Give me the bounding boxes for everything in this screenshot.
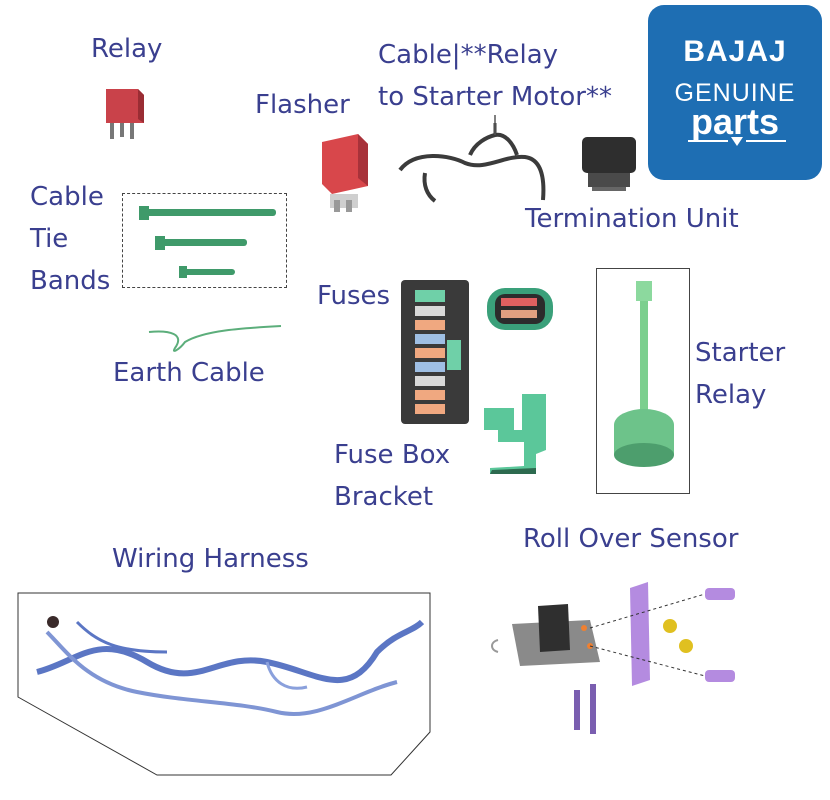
fuse-box-image bbox=[401, 280, 469, 424]
fuse-box-bracket-image bbox=[484, 394, 546, 474]
roll-over-sensor-label: Roll Over Sensor bbox=[523, 524, 739, 554]
fuses-label: Fuses bbox=[317, 281, 391, 311]
logo-underline-arrow bbox=[688, 137, 786, 146]
termination-unit-label: Termination Unit bbox=[525, 204, 739, 234]
relay-image bbox=[106, 89, 144, 139]
earth-cable-image bbox=[148, 325, 282, 352]
starter-relay-image bbox=[614, 281, 674, 467]
wiring-harness-label: Wiring Harness bbox=[112, 544, 309, 574]
fuse-set-image bbox=[487, 288, 553, 330]
bajaj-genuine-parts-logo: BAJAJ GENUINE parts bbox=[648, 5, 822, 180]
logo-brand-text: BAJAJ bbox=[683, 35, 787, 68]
cable-callout-line bbox=[494, 115, 496, 135]
logo-genuine-text: GENUINE bbox=[674, 79, 796, 107]
wiring-harness-frame bbox=[17, 592, 431, 776]
flasher-image bbox=[322, 134, 368, 212]
starter-relay-box bbox=[596, 268, 690, 494]
logo-parts-text: parts bbox=[690, 101, 780, 142]
termination-unit-image bbox=[582, 137, 636, 191]
flasher-label: Flasher bbox=[255, 90, 350, 120]
earth-cable-label: Earth Cable bbox=[113, 358, 265, 388]
fuse-box-bracket-label: Fuse Box Bracket bbox=[334, 440, 451, 512]
roll-over-sensor-image bbox=[491, 582, 735, 734]
cable-tie-bands-box bbox=[122, 193, 287, 288]
starter-relay-label: Starter Relay bbox=[695, 338, 786, 410]
relay-label: Relay bbox=[91, 34, 163, 64]
cable-relay-starter-label: Cable|**Relay to Starter Motor** bbox=[378, 40, 612, 112]
cable-tie-bands-label: Cable Tie Bands bbox=[30, 182, 111, 296]
cable-tie-bands-image bbox=[139, 206, 276, 278]
cable-relay-to-starter-image bbox=[398, 123, 546, 203]
